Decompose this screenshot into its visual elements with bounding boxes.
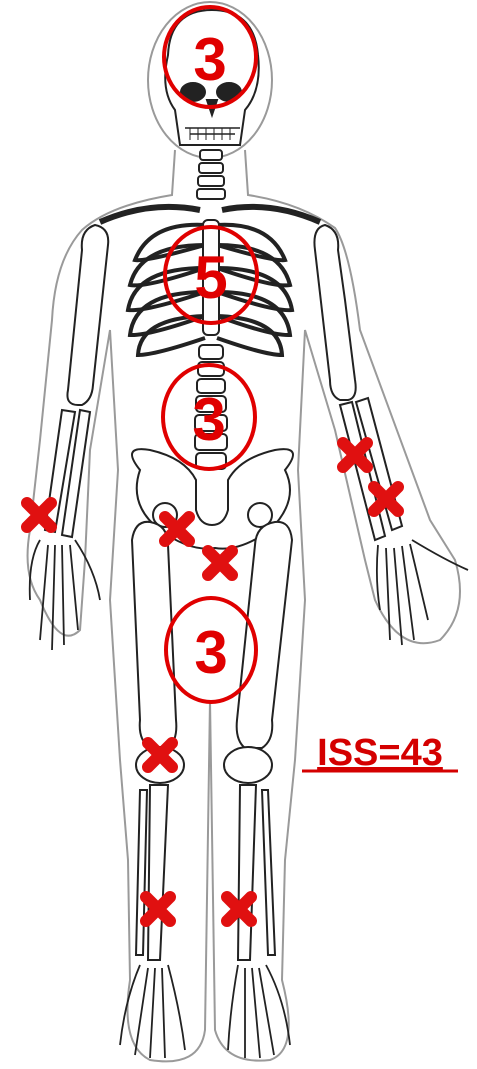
red-x-marker-right-wrist [27, 503, 51, 527]
left-hand [377, 540, 468, 645]
red-x-marker-right-hip [165, 517, 189, 541]
thigh-score-circle: 3 [166, 598, 256, 702]
abdomen-score: 3 [192, 386, 225, 453]
red-x-marker-left-forearm-upper [343, 443, 367, 467]
red-x-marker-right-shin [146, 897, 170, 921]
cervical-spine [197, 150, 225, 199]
chest-score: 5 [194, 244, 227, 311]
thigh-score: 3 [194, 619, 227, 686]
right-hand [30, 540, 100, 650]
red-x-marker-pelvis-center [208, 551, 232, 575]
red-x-marker-left-forearm-lower [374, 487, 398, 511]
left-foot [228, 965, 290, 1058]
iss-label: ISS=43 [317, 732, 443, 774]
red-x-marker-right-knee [148, 743, 172, 767]
head-score: 3 [193, 26, 226, 93]
red-x-marker-left-shin [227, 897, 251, 921]
left-femur [237, 522, 292, 748]
